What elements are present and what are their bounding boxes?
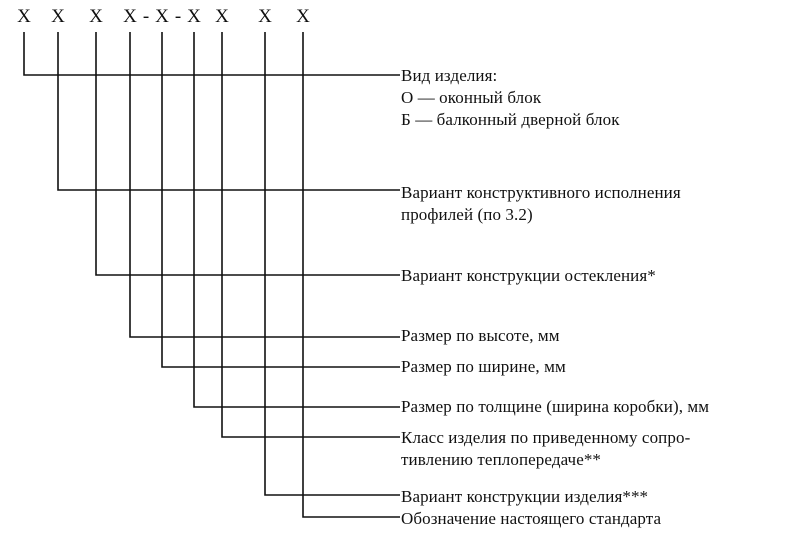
label-line: Размер по ширине, мм — [401, 357, 566, 376]
label-line: Б — балконный дверной блок — [401, 110, 620, 129]
code-letter: X — [187, 6, 201, 27]
label-line: Вариант конструкции изделия*** — [401, 487, 649, 506]
label-product-type: Вид изделия: О — оконный блок Б — балкон… — [401, 65, 620, 131]
label-line: Вариант конструкции остекления* — [401, 266, 656, 285]
code-letter: X — [155, 6, 169, 27]
leader-line — [264, 32, 400, 496]
label-profile-variant: Вариант конструктивного исполнения профи… — [401, 182, 681, 226]
code-letter: X — [296, 6, 310, 27]
leader-line — [129, 32, 400, 338]
leader-line — [221, 32, 400, 438]
label-glazing-variant: Вариант конструкции остекления* — [401, 265, 656, 287]
label-line: Размер по высоте, мм — [401, 326, 560, 345]
code-letter: X — [89, 6, 103, 27]
code-letter: X — [51, 6, 65, 27]
label-line: тивлению теплопередаче** — [401, 450, 602, 469]
code-letter: X — [215, 6, 229, 27]
label-thermal-class: Класс изделия по приведенному сопро- тив… — [401, 427, 690, 471]
label-width: Размер по ширине, мм — [401, 356, 566, 378]
label-line: О — оконный блок — [401, 88, 542, 107]
code-letter: X — [258, 6, 272, 27]
label-standard: Обозначение настоящего стандарта — [401, 508, 661, 530]
leader-line — [95, 32, 400, 276]
leader-line — [23, 32, 400, 76]
leader-line — [57, 32, 400, 191]
label-height: Размер по высоте, мм — [401, 325, 560, 347]
leader-line — [302, 32, 400, 518]
label-thickness: Размер по толщине (ширина коробки), мм — [401, 396, 709, 418]
code-letter: X — [123, 6, 137, 27]
code-letter: X — [17, 6, 31, 27]
leader-lines — [23, 32, 400, 518]
label-line: Обозначение настоящего стандарта — [401, 509, 662, 528]
label-construction-variant: Вариант конструкции изделия*** — [401, 486, 648, 508]
code-separator: - — [175, 6, 181, 27]
code-separator: - — [143, 6, 149, 27]
label-line: профилей (по 3.2) — [401, 205, 533, 224]
leader-line — [193, 32, 400, 408]
leader-line — [161, 32, 400, 368]
label-line: Размер по толщине (ширина коробки), мм — [401, 397, 710, 416]
label-line: Вид изделия: — [401, 66, 498, 85]
label-line: Класс изделия по приведенному сопро- — [401, 428, 691, 447]
label-line: Вариант конструктивного исполнения — [401, 183, 681, 202]
